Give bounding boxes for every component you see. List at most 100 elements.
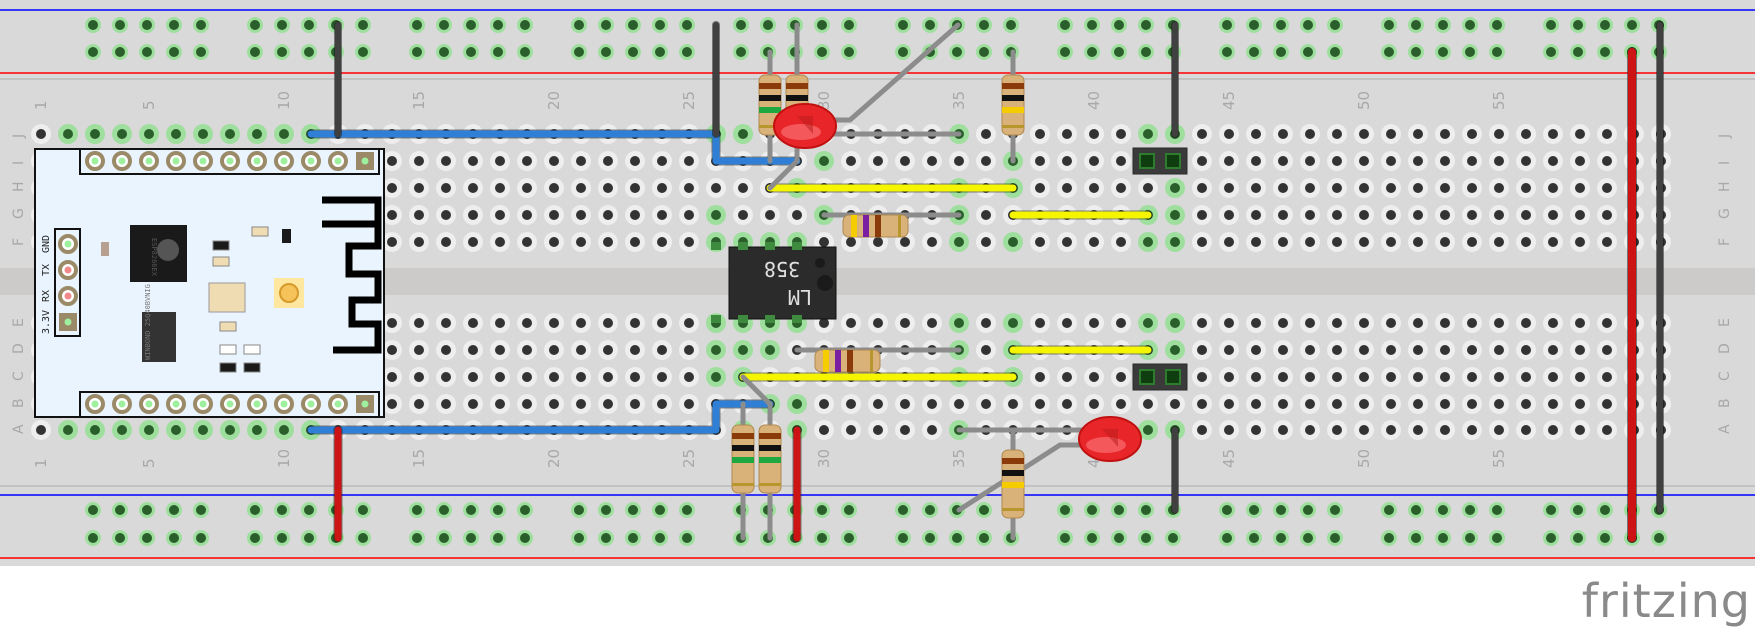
rail-hole[interactable]: [1330, 505, 1340, 515]
rail-hole[interactable]: [925, 20, 935, 30]
breadboard-hole[interactable]: [1575, 318, 1585, 328]
breadboard-hole[interactable]: [657, 183, 667, 193]
rail-hole[interactable]: [682, 20, 692, 30]
breadboard-hole[interactable]: [1332, 129, 1342, 139]
breadboard-hole[interactable]: [873, 399, 883, 409]
rail-hole[interactable]: [1600, 47, 1610, 57]
breadboard-hole[interactable]: [1359, 399, 1369, 409]
breadboard-hole[interactable]: [549, 210, 559, 220]
rail-hole[interactable]: [88, 505, 98, 515]
rail-hole[interactable]: [169, 505, 179, 515]
rail-hole[interactable]: [196, 533, 206, 543]
breadboard-hole[interactable]: [1089, 318, 1099, 328]
rail-hole[interactable]: [1222, 47, 1232, 57]
rail-hole[interactable]: [412, 505, 422, 515]
breadboard-hole[interactable]: [1467, 372, 1477, 382]
rail-hole[interactable]: [979, 505, 989, 515]
rail-hole[interactable]: [115, 505, 125, 515]
breadboard-hole[interactable]: [1413, 129, 1423, 139]
rail-hole[interactable]: [493, 20, 503, 30]
rail-hole[interactable]: [358, 505, 368, 515]
rail-hole[interactable]: [1276, 47, 1286, 57]
breadboard-hole[interactable]: [522, 237, 532, 247]
breadboard-hole[interactable]: [1359, 345, 1369, 355]
breadboard-hole[interactable]: [90, 425, 100, 435]
breadboard-hole[interactable]: [90, 129, 100, 139]
rail-hole[interactable]: [142, 505, 152, 515]
rail-hole[interactable]: [277, 47, 287, 57]
breadboard-hole[interactable]: [1224, 129, 1234, 139]
breadboard-hole[interactable]: [522, 183, 532, 193]
rail-hole[interactable]: [1573, 533, 1583, 543]
breadboard-hole[interactable]: [1494, 318, 1504, 328]
rail-hole[interactable]: [493, 533, 503, 543]
breadboard-hole[interactable]: [657, 345, 667, 355]
breadboard-hole[interactable]: [468, 318, 478, 328]
breadboard-hole[interactable]: [1062, 183, 1072, 193]
breadboard-hole[interactable]: [792, 399, 802, 409]
rail-hole[interactable]: [1087, 533, 1097, 543]
rail-hole[interactable]: [628, 533, 638, 543]
resistor-r5[interactable]: [814, 349, 881, 373]
breadboard-hole[interactable]: [1251, 399, 1261, 409]
rail-hole[interactable]: [466, 533, 476, 543]
breadboard-hole[interactable]: [1170, 237, 1180, 247]
rail-hole[interactable]: [466, 20, 476, 30]
breadboard-hole[interactable]: [927, 318, 937, 328]
breadboard-hole[interactable]: [1467, 345, 1477, 355]
rail-hole[interactable]: [844, 20, 854, 30]
breadboard-hole[interactable]: [1197, 237, 1207, 247]
breadboard-hole[interactable]: [1305, 318, 1315, 328]
breadboard-hole[interactable]: [981, 210, 991, 220]
rail-hole[interactable]: [358, 47, 368, 57]
breadboard-hole[interactable]: [441, 237, 451, 247]
breadboard-hole[interactable]: [981, 345, 991, 355]
breadboard-hole[interactable]: [1035, 372, 1045, 382]
rail-hole[interactable]: [1330, 20, 1340, 30]
breadboard-hole[interactable]: [1548, 318, 1558, 328]
breadboard-hole[interactable]: [522, 372, 532, 382]
breadboard-hole[interactable]: [1332, 425, 1342, 435]
rail-hole[interactable]: [1141, 505, 1151, 515]
breadboard-hole[interactable]: [441, 372, 451, 382]
breadboard-hole[interactable]: [657, 318, 667, 328]
breadboard-hole[interactable]: [1197, 156, 1207, 166]
breadboard-hole[interactable]: [549, 183, 559, 193]
breadboard-hole[interactable]: [1521, 345, 1531, 355]
breadboard-hole[interactable]: [1224, 210, 1234, 220]
breadboard-hole[interactable]: [1467, 183, 1477, 193]
rail-hole[interactable]: [520, 505, 530, 515]
breadboard-hole[interactable]: [1332, 345, 1342, 355]
breadboard-hole[interactable]: [1278, 129, 1288, 139]
rail-hole[interactable]: [88, 20, 98, 30]
breadboard-hole[interactable]: [1251, 156, 1261, 166]
rail-hole[interactable]: [1573, 505, 1583, 515]
breadboard-hole[interactable]: [1089, 372, 1099, 382]
breadboard-hole[interactable]: [495, 318, 505, 328]
rail-hole[interactable]: [979, 533, 989, 543]
breadboard-hole[interactable]: [927, 425, 937, 435]
breadboard-hole[interactable]: [1089, 156, 1099, 166]
breadboard-hole[interactable]: [1143, 399, 1153, 409]
breadboard-hole[interactable]: [414, 183, 424, 193]
breadboard-hole[interactable]: [1278, 237, 1288, 247]
breadboard-hole[interactable]: [1251, 183, 1261, 193]
breadboard-hole[interactable]: [1116, 318, 1126, 328]
rail-hole[interactable]: [952, 47, 962, 57]
breadboard-hole[interactable]: [765, 210, 775, 220]
rail-hole[interactable]: [520, 533, 530, 543]
breadboard-hole[interactable]: [1575, 345, 1585, 355]
breadboard-hole[interactable]: [1602, 156, 1612, 166]
breadboard-hole[interactable]: [927, 237, 937, 247]
rail-hole[interactable]: [1114, 505, 1124, 515]
breadboard-hole[interactable]: [1251, 318, 1261, 328]
breadboard-hole[interactable]: [1305, 425, 1315, 435]
rail-hole[interactable]: [1600, 533, 1610, 543]
breadboard-hole[interactable]: [873, 237, 883, 247]
breadboard-hole[interactable]: [954, 318, 964, 328]
rail-hole[interactable]: [1330, 47, 1340, 57]
rail-hole[interactable]: [196, 47, 206, 57]
breadboard-hole[interactable]: [1440, 372, 1450, 382]
rail-hole[interactable]: [979, 47, 989, 57]
breadboard-hole[interactable]: [846, 156, 856, 166]
